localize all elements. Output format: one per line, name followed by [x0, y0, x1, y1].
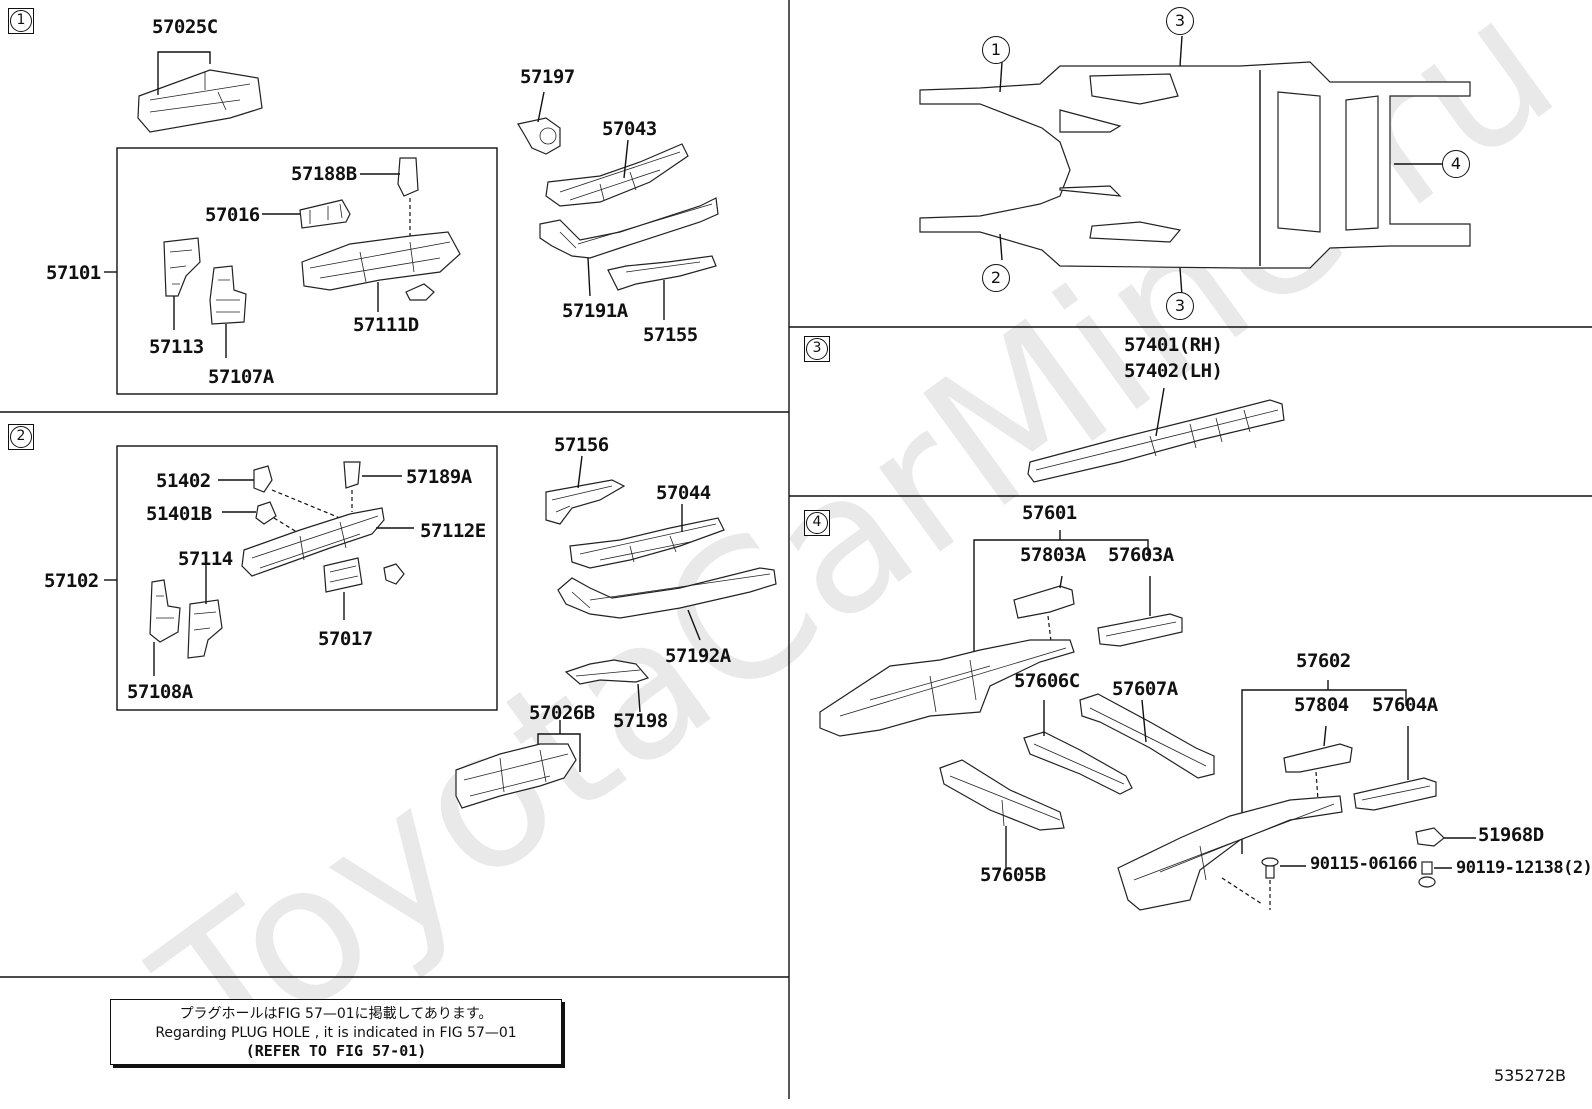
part-label-57606C: 57606C — [1014, 670, 1080, 692]
figure-code: 535272B — [1493, 1066, 1566, 1085]
part-57601-drawing — [819, 639, 1075, 737]
part-label-57026B: 57026B — [529, 702, 595, 724]
part-label-57198: 57198 — [613, 710, 668, 732]
part-label-57603A: 57603A — [1108, 544, 1174, 566]
section-2-marker: 2 — [8, 424, 34, 450]
part-label-57113: 57113 — [149, 336, 204, 358]
part-label-57192A: 57192A — [665, 645, 731, 667]
overview-callout-2: 2 — [982, 264, 1010, 292]
part-57016-drawing — [262, 199, 351, 229]
part-51402-drawing — [218, 465, 341, 519]
part-57603A-drawing — [1097, 576, 1183, 647]
part-label-57189A: 57189A — [406, 466, 472, 488]
part-label-57101: 57101 — [46, 262, 101, 284]
part-57401-drawing — [1027, 387, 1285, 483]
part-57605B-drawing — [939, 759, 1065, 868]
part-90115-06166-drawing — [1221, 857, 1306, 910]
part-label-57017: 57017 — [318, 628, 373, 650]
part-label-57102: 57102 — [44, 570, 99, 592]
part-label-57016: 57016 — [205, 204, 260, 226]
part-57017-drawing — [323, 557, 405, 620]
part-label-57025C: 57025C — [152, 16, 218, 38]
plug-hole-note: プラグホールはFIG 57—01に掲載してあります。 Regarding PLU… — [110, 999, 562, 1065]
part-label-57401: 57401(RH) — [1124, 334, 1223, 356]
section-3-marker: 3 — [804, 336, 830, 362]
note-line-english: Regarding PLUG HOLE , it is indicated in… — [155, 1025, 517, 1041]
part-57198-drawing — [564, 659, 650, 713]
part-label-57402: 57402(LH) — [1124, 360, 1223, 382]
part-57192A-drawing — [557, 567, 777, 641]
part-label-57108A: 57108A — [127, 681, 193, 703]
part-57043-drawing — [545, 139, 689, 207]
part-57156-drawing — [545, 455, 626, 525]
part-label-57044: 57044 — [656, 482, 711, 504]
part-label-57605B: 57605B — [980, 864, 1046, 886]
part-label-57601: 57601 — [1022, 502, 1077, 524]
part-label-57111D: 57111D — [353, 314, 419, 336]
part-57026B-drawing — [455, 720, 581, 809]
bracket-57602 — [1241, 689, 1407, 854]
part-57114-drawing — [187, 564, 223, 659]
part-label-57804: 57804 — [1294, 694, 1349, 716]
part-label-57607A: 57607A — [1112, 678, 1178, 700]
part-57108A-drawing — [149, 579, 181, 676]
part-57606C-drawing — [1023, 700, 1133, 795]
part-57804-drawing — [1283, 725, 1353, 801]
part-label-57602: 57602 — [1296, 650, 1351, 672]
part-57607A-drawing — [1079, 693, 1215, 779]
part-57155-drawing — [607, 255, 717, 320]
part-57111D-drawing — [301, 231, 461, 312]
part-label-51401B: 51401B — [146, 503, 212, 525]
part-57112E-drawing — [241, 507, 414, 577]
part-label-57114: 57114 — [178, 548, 233, 570]
part-label-57604A: 57604A — [1372, 694, 1438, 716]
part-label-51968D: 51968D — [1478, 824, 1544, 846]
part-57803A-drawing — [1013, 575, 1075, 651]
part-51401B-drawing — [222, 501, 301, 535]
part-57604A-drawing — [1353, 726, 1437, 811]
part-57113-drawing — [163, 237, 201, 330]
part-57602-drawing — [1117, 795, 1343, 911]
part-label-57043: 57043 — [602, 118, 657, 140]
part-label-57107A: 57107A — [208, 366, 274, 388]
group-box-57101 — [116, 147, 498, 395]
overview-callout-1: 1 — [982, 36, 1010, 64]
section-1-marker: 1 — [8, 8, 34, 34]
part-label-57155: 57155 — [643, 324, 698, 346]
part-57044-drawing — [569, 504, 725, 569]
part-51968D-drawing — [1415, 827, 1476, 847]
note-line-reference: (REFER TO FIG 57-01) — [245, 1042, 427, 1060]
section-4-marker: 4 — [804, 510, 830, 536]
part-label-57156: 57156 — [554, 434, 609, 456]
part-label-57197: 57197 — [520, 66, 575, 88]
part-label-57188B: 57188B — [291, 163, 357, 185]
part-label-57112E: 57112E — [420, 520, 486, 542]
group-box-57102 — [116, 445, 498, 711]
part-57188B-drawing — [360, 157, 419, 236]
part-label-51402: 51402 — [156, 470, 211, 492]
bracket-57601 — [973, 539, 1149, 666]
part-label-90115-06166: 90115-06166 — [1310, 854, 1418, 874]
part-label-57191A: 57191A — [562, 300, 628, 322]
overview-callout-3-bottom: 3 — [1166, 292, 1194, 320]
frame-overview-drawing — [919, 35, 1471, 297]
overview-callout-3-top: 3 — [1166, 7, 1194, 35]
overview-callout-4: 4 — [1442, 150, 1470, 178]
part-57189A-drawing — [343, 461, 402, 512]
part-57025C-drawing — [137, 51, 263, 133]
part-57197-drawing — [517, 91, 561, 155]
part-label-90119-12138: 90119-12138(2) — [1456, 858, 1592, 878]
part-label-57803A: 57803A — [1020, 544, 1086, 566]
part-90119-12138-drawing — [1418, 861, 1452, 888]
part-57107A-drawing — [209, 265, 247, 358]
part-57191A-drawing — [539, 197, 719, 297]
note-line-japanese: プラグホールはFIG 57—01に掲載してあります。 — [179, 1006, 493, 1022]
